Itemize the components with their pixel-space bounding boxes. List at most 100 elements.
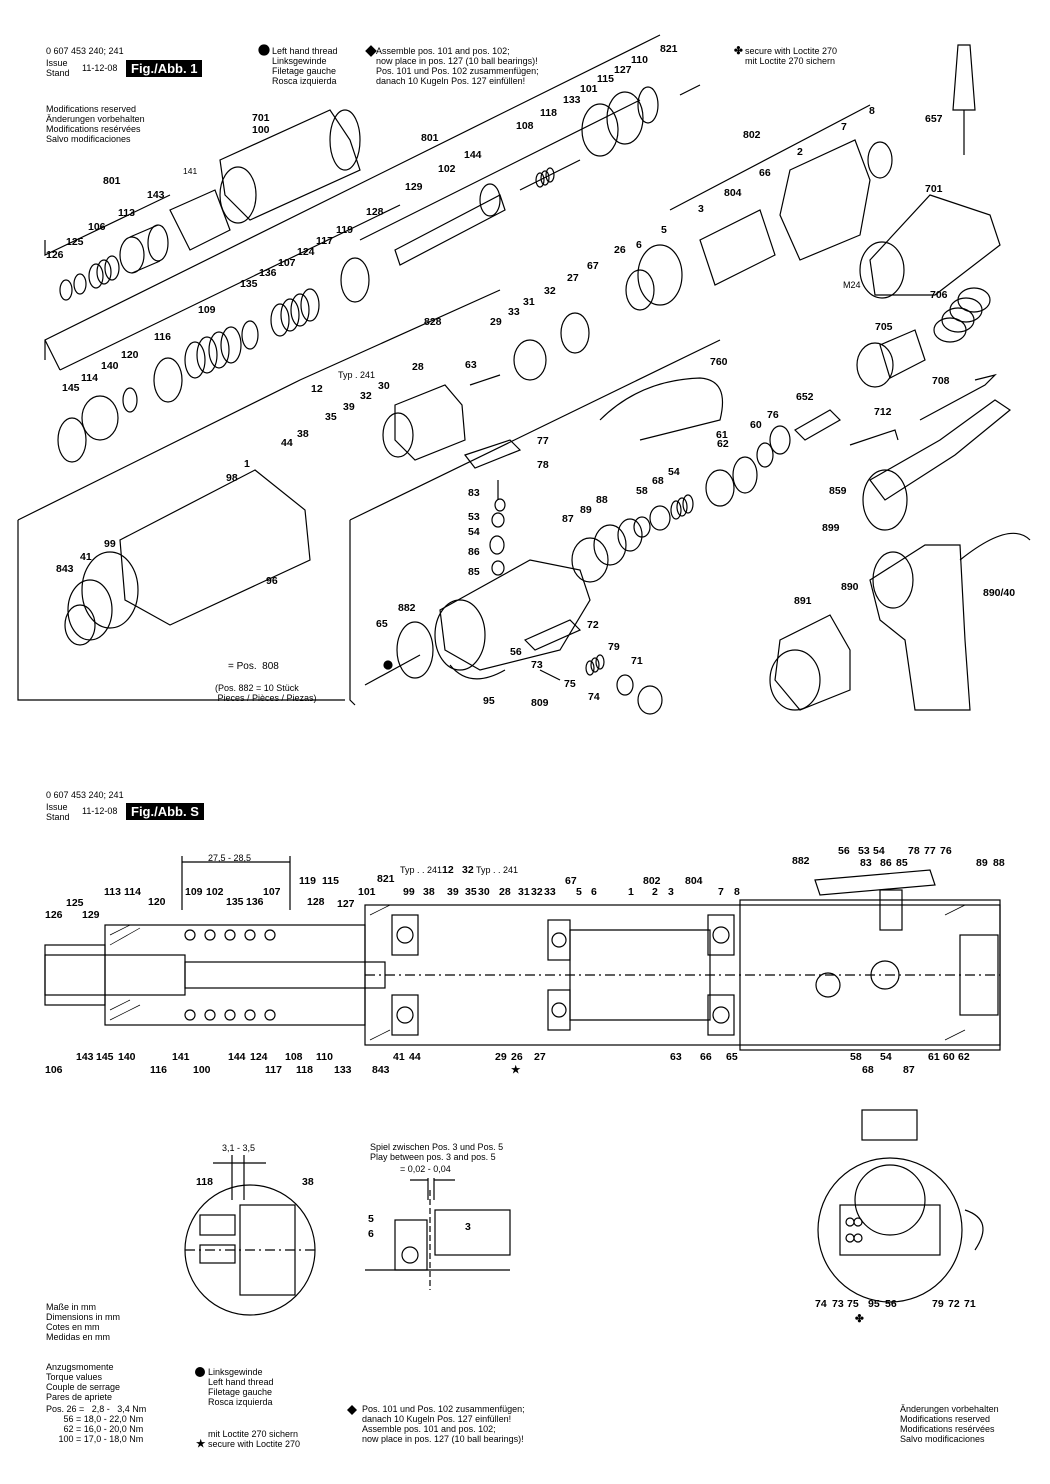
- club-symbol: ✤: [734, 45, 743, 57]
- callout: 705: [875, 321, 893, 333]
- callout: 26: [614, 244, 626, 256]
- callout: 76: [940, 845, 952, 857]
- callout: 652: [796, 391, 814, 403]
- detail-callout: 71: [964, 1298, 976, 1310]
- callout: 62: [717, 438, 729, 450]
- callout: 38: [297, 428, 309, 440]
- callout: 133: [334, 1064, 352, 1076]
- callout: 5: [576, 886, 582, 898]
- callout: 144: [228, 1051, 246, 1063]
- play-note: Spiel zwischen Pos. 3 und Pos. 5 Play be…: [370, 1142, 504, 1162]
- callout: 88: [596, 494, 608, 506]
- callout: 127: [614, 64, 632, 76]
- callout: 62: [958, 1051, 970, 1063]
- detail-callout: 95: [868, 1298, 880, 1310]
- callout: 120: [121, 349, 139, 361]
- callout: 843: [372, 1064, 390, 1076]
- callout: 83: [860, 857, 872, 869]
- callout: 53: [858, 845, 870, 857]
- callout: 119: [336, 224, 353, 236]
- callout: 35: [465, 886, 477, 898]
- callout: 128: [366, 206, 384, 218]
- callout: 708: [932, 375, 950, 387]
- callout: 107: [278, 257, 296, 269]
- figS-callouts-bottom: 106 143 145 140 116 141 100 144 124 117 …: [45, 1051, 970, 1076]
- callout: 110: [316, 1051, 333, 1063]
- callout: 1: [628, 886, 634, 898]
- callout: 31: [523, 296, 535, 308]
- assemble-note: Assemble pos. 101 and pos. 102; now plac…: [376, 46, 539, 86]
- callout: 101: [358, 886, 376, 898]
- callout: 96: [266, 575, 278, 587]
- callout: 98: [226, 472, 238, 484]
- detail-118-38: [184, 1155, 316, 1316]
- callout: 701: [925, 183, 943, 195]
- callout: 28: [499, 886, 511, 898]
- callout: 114: [81, 372, 98, 384]
- callout: 804: [724, 187, 742, 199]
- diamond-symbol: [365, 45, 377, 57]
- callout: 821: [660, 43, 678, 55]
- callout: 60: [943, 1051, 955, 1063]
- loctite-note-2: mit Loctite 270 sichern secure with Loct…: [208, 1429, 301, 1449]
- callout: 83: [468, 487, 480, 499]
- callout: 141: [183, 166, 197, 176]
- callout: 801: [421, 132, 439, 144]
- callout: 77: [924, 845, 936, 857]
- play-value: = 0,02 - 0,04: [400, 1164, 451, 1174]
- callout: 117: [265, 1064, 282, 1076]
- callout: 124: [297, 246, 315, 258]
- callout: 145: [62, 382, 80, 394]
- callout: 126: [45, 909, 63, 921]
- callout: 33: [544, 886, 556, 898]
- detail-callout: 3: [465, 1221, 471, 1233]
- callout: 115: [597, 73, 614, 85]
- callout: 86: [468, 546, 480, 558]
- callout: 65: [376, 618, 388, 630]
- callout: 79: [608, 641, 620, 653]
- detail-callout: 75: [847, 1298, 859, 1310]
- callout: 128: [307, 896, 325, 908]
- callout: 1: [244, 458, 250, 470]
- callout: 657: [925, 113, 943, 125]
- callout: 136: [246, 896, 264, 908]
- callout: 67: [587, 260, 599, 272]
- modifications-note-2: Änderungen vorbehalten Modifications res…: [900, 1404, 999, 1444]
- spring-73: [585, 654, 605, 676]
- callout: 30: [478, 886, 490, 898]
- callout: 809: [531, 697, 549, 709]
- callout: 30: [378, 380, 390, 392]
- callout: 32: [360, 390, 372, 402]
- callout: 843: [56, 563, 74, 575]
- callout: 706: [930, 289, 948, 301]
- callout: 12: [442, 864, 454, 876]
- callout: 116: [150, 1064, 167, 1076]
- callout: 5: [661, 224, 667, 236]
- callout: 61: [716, 429, 728, 441]
- callout: 32: [544, 285, 556, 297]
- callout: 71: [631, 655, 643, 667]
- callout: 108: [516, 120, 534, 132]
- detail-callout: 38: [302, 1176, 314, 1188]
- detail-callout: 118: [196, 1176, 213, 1188]
- callout: 12: [311, 383, 323, 395]
- diamond-symbol: [347, 1405, 357, 1415]
- callout: 7: [718, 886, 724, 898]
- callout: 125: [66, 897, 84, 909]
- callout: 116: [154, 331, 171, 343]
- callout: 85: [896, 857, 908, 869]
- callout: 58: [850, 1051, 862, 1063]
- callout: 107: [263, 886, 281, 898]
- callout: 56: [510, 646, 522, 658]
- callout: 54: [468, 526, 480, 538]
- figS-callouts-top: 125 126 129 113 114 120 109 102 135 136 …: [45, 845, 1005, 921]
- callout: 54: [880, 1051, 892, 1063]
- callout: 95: [483, 695, 495, 707]
- callout: 120: [148, 896, 166, 908]
- callout: 145: [96, 1051, 114, 1063]
- callout: 821: [377, 873, 395, 885]
- callout: 65: [726, 1051, 738, 1063]
- callout: 99: [403, 886, 415, 898]
- star-symbol: ★: [511, 1064, 521, 1076]
- callout: 32: [462, 864, 474, 876]
